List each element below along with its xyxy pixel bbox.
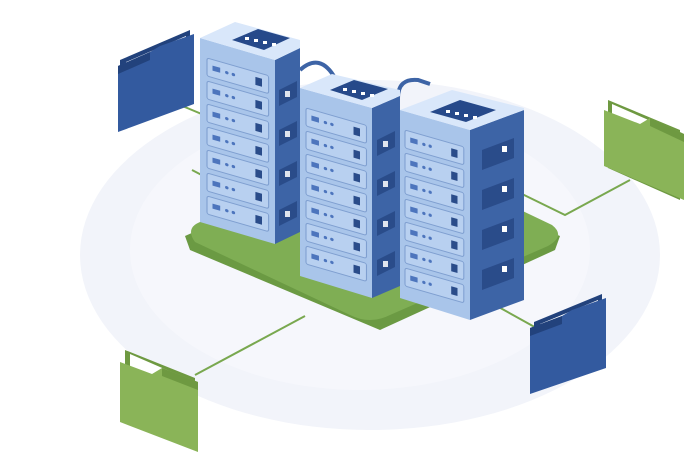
server-rack-middle xyxy=(300,74,400,298)
rack-left-top-panel xyxy=(232,29,290,50)
rack-middle-top-leds xyxy=(343,88,374,97)
connector-line-bottom-right xyxy=(494,304,541,331)
folder-icon-top-left xyxy=(118,30,194,132)
folder-icon-bottom-right xyxy=(530,294,606,394)
folder-icon-bottom-left xyxy=(120,350,198,452)
rack-middle-units xyxy=(305,107,368,282)
rack-right-side xyxy=(470,110,524,320)
rack-left-units xyxy=(206,57,270,233)
rack-right-units xyxy=(404,129,465,304)
rack-right-top-leds xyxy=(446,110,477,119)
folder-icon-right xyxy=(604,100,684,200)
rack-right-side-drives xyxy=(482,138,514,290)
connector-line-bottom-left xyxy=(194,315,306,376)
server-rack-left xyxy=(200,22,300,244)
server-rack-right xyxy=(400,90,524,320)
rack-right-top-panel xyxy=(430,100,496,122)
connector-line-right xyxy=(519,179,631,217)
rack-left-top-leds xyxy=(245,37,276,46)
